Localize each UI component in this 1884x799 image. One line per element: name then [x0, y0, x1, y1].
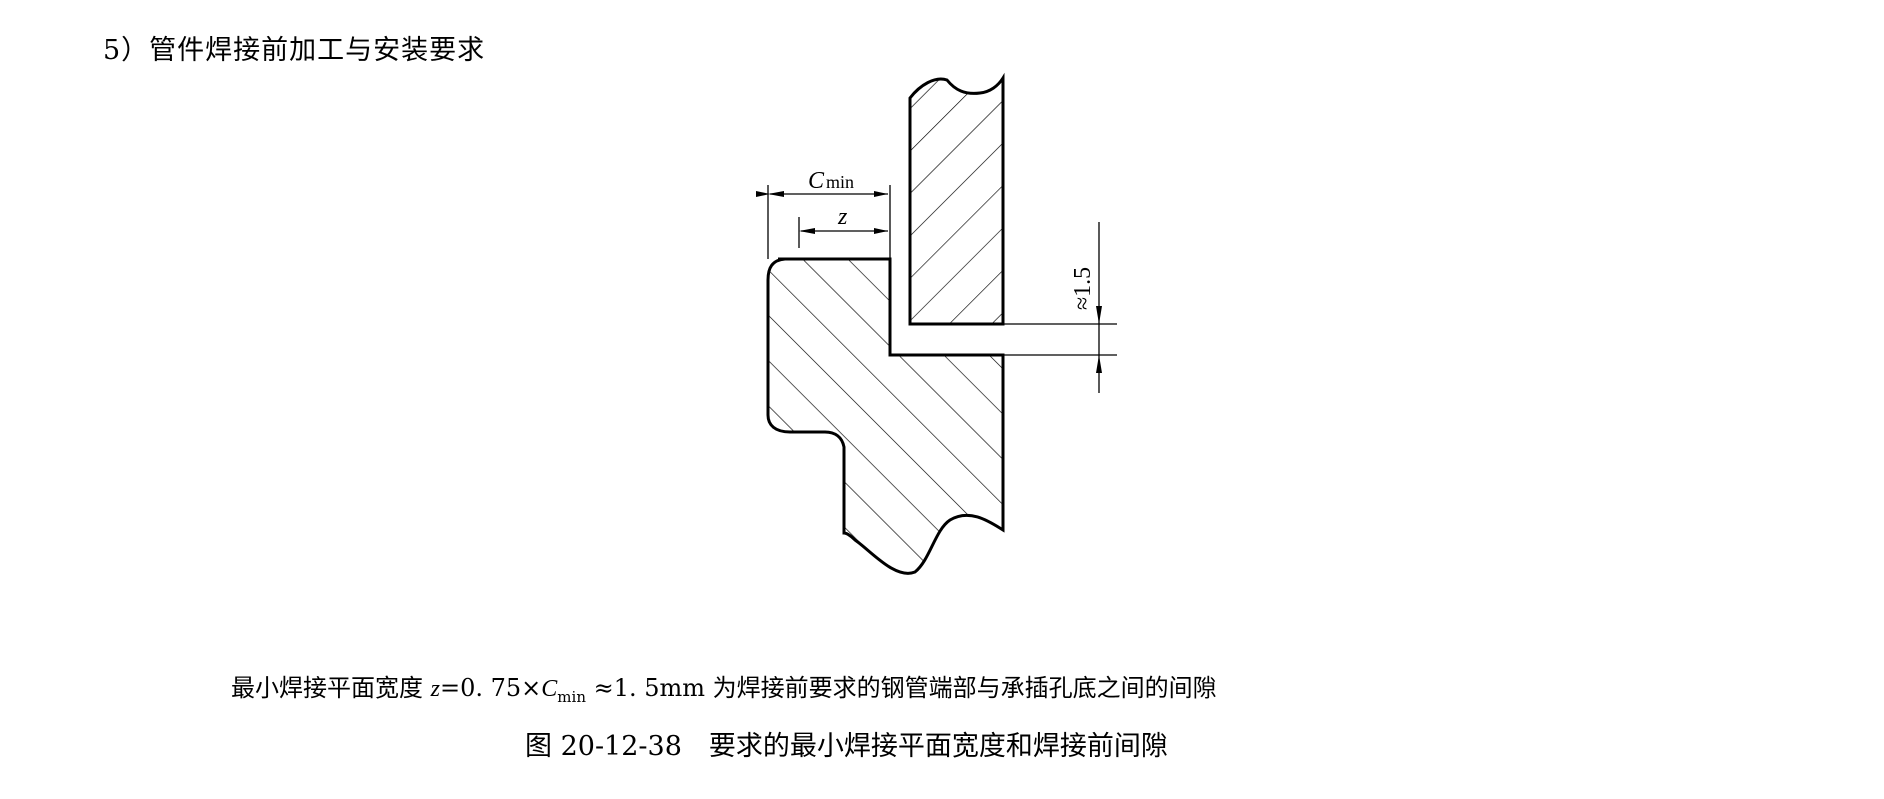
gap-label: ≈1.5	[1070, 267, 1096, 310]
caption-note: 最小焊接平面宽度 z=0. 75×Cmin ≈1. 5mm 为焊接前要求的钢管端…	[231, 674, 1217, 706]
socket-fitting-section	[766, 257, 1005, 575]
dimension-z: z	[798, 204, 888, 248]
section-heading: 5）管件焊接前加工与安装要求	[103, 35, 486, 66]
z-label: z	[837, 204, 848, 230]
dimension-gap: ≈1.5	[1003, 222, 1117, 393]
pipe-section	[908, 72, 1005, 326]
figure-caption: 图 20-12-38 要求的最小焊接平面宽度和焊接前间隙	[525, 731, 1168, 762]
